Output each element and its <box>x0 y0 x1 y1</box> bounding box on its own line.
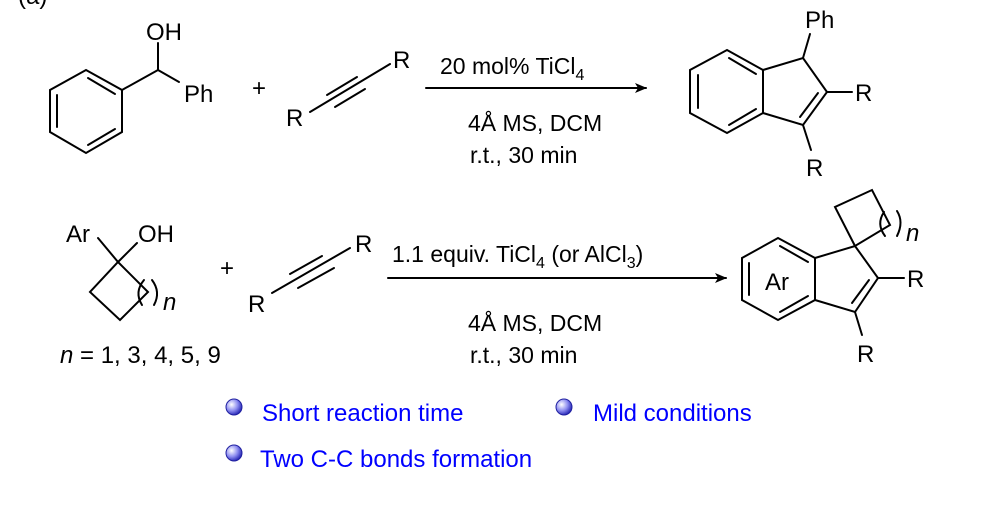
r-label: R <box>855 80 872 107</box>
conditions-line1: 4Å MS, DCM <box>468 309 602 336</box>
highlights-list: Short reaction time Mild conditions Two … <box>225 398 752 473</box>
r-label: R <box>286 105 303 132</box>
bullet-icon <box>225 398 243 416</box>
highlight-item: Short reaction time <box>262 400 463 427</box>
reaction-arrow-1: 20 mol% TiCl4 4Å MS, DCM r.t., 30 min <box>425 53 647 168</box>
ar-label: Ar <box>66 221 90 248</box>
r-label: R <box>806 155 823 182</box>
oh-label: OH <box>138 221 174 248</box>
plus-sign: + <box>220 255 234 282</box>
r-label: R <box>355 231 372 258</box>
r-label: R <box>857 341 874 368</box>
conditions-line2: r.t., 30 min <box>470 342 577 368</box>
bullet-icon <box>225 444 243 462</box>
reactant-alkyne: R R <box>248 231 372 318</box>
bullet-icon <box>555 398 573 416</box>
reactant-alkyne: R R <box>286 47 410 132</box>
highlight-item: Mild conditions <box>593 400 752 427</box>
reactant-benzhydrol: OH Ph <box>49 19 213 155</box>
r-label: R <box>248 291 265 318</box>
reactant-cycloalkanol: Ar OH n n = 1, 3, 4, 5, 9 <box>60 221 221 369</box>
n-label: n <box>163 289 176 316</box>
reagent-label: 1.1 equiv. TiCl4 (or AlCl3) <box>392 241 643 272</box>
ph-label: Ph <box>184 81 213 108</box>
n-values: n = 1, 3, 4, 5, 9 <box>60 342 221 369</box>
n-label: n <box>906 220 919 247</box>
reaction-arrow-2: 1.1 equiv. TiCl4 (or AlCl3) 4Å MS, DCM r… <box>387 241 727 368</box>
highlight-item: Two C-C bonds formation <box>260 446 532 473</box>
conditions-line2: r.t., 30 min <box>470 142 577 168</box>
plus-sign: + <box>252 75 266 102</box>
panel-label: (a) <box>18 0 47 10</box>
r-label: R <box>907 266 924 293</box>
conditions-line1: 4Å MS, DCM <box>468 109 602 136</box>
ph-label: Ph <box>805 7 834 34</box>
ar-label: Ar <box>765 269 789 296</box>
product-indene-1: Ph R R <box>689 7 872 182</box>
product-spiroindene: Ar n R R <box>741 188 924 368</box>
r-label: R <box>393 47 410 74</box>
oh-label: OH <box>146 19 182 46</box>
catalyst-label: 20 mol% TiCl4 <box>440 53 584 84</box>
